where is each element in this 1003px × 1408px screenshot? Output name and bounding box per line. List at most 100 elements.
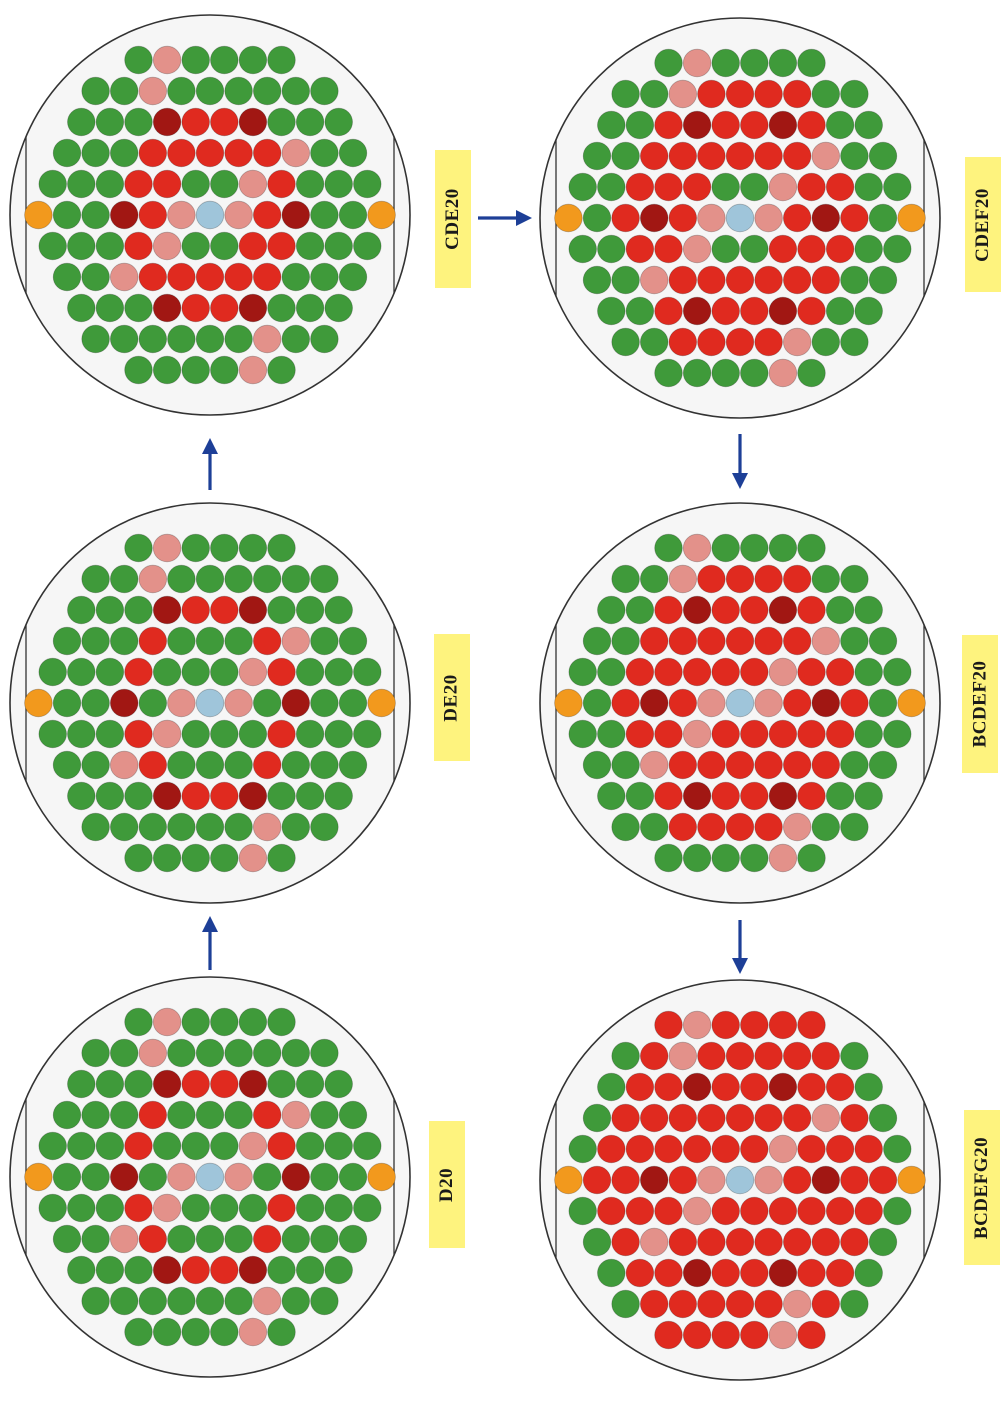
fuel-assembly	[253, 1162, 282, 1192]
fuel-assembly	[697, 1227, 726, 1257]
fuel-assembly	[181, 1317, 210, 1347]
fuel-assembly	[868, 1227, 898, 1257]
fuel-assembly	[797, 358, 826, 388]
fuel-assembly	[253, 262, 282, 292]
fuel-assembly	[195, 1038, 225, 1068]
fuel-assembly	[783, 1041, 812, 1071]
fuel-assembly	[224, 200, 253, 230]
fuel-assembly	[109, 138, 139, 168]
fuel-assembly	[654, 657, 683, 687]
fuel-assembly	[668, 688, 698, 718]
fuel-assembly	[281, 1162, 311, 1192]
fuel-assembly	[52, 1162, 82, 1192]
fuel-assembly	[811, 564, 841, 594]
fuel-assembly	[238, 45, 268, 75]
fuel-assembly	[281, 626, 311, 656]
arrow-cde20-to-cdef20	[478, 210, 532, 226]
fuel-assembly	[210, 533, 239, 563]
fuel-assembly	[210, 1193, 239, 1223]
fuel-assembly	[224, 626, 253, 656]
fuel-assembly	[597, 657, 626, 687]
fuel-assembly	[625, 595, 655, 625]
fuel-assembly	[754, 203, 783, 233]
fuel-assembly	[611, 79, 640, 109]
fuel-assembly	[754, 812, 783, 842]
fuel-assembly	[797, 1258, 826, 1288]
fuel-assembly	[668, 1103, 698, 1133]
fuel-assembly	[811, 327, 841, 357]
fuel-assembly	[109, 564, 139, 594]
fuel-assembly	[67, 781, 96, 811]
fuel-assembly	[210, 1255, 239, 1285]
fuel-assembly	[754, 750, 783, 780]
fuel-assembly	[883, 1196, 912, 1226]
fuel-assembly	[52, 1224, 82, 1254]
fuel-assembly	[783, 265, 812, 295]
fuel-assembly	[338, 1100, 368, 1130]
fuel-assembly	[253, 200, 282, 230]
fuel-assembly	[38, 1131, 67, 1161]
fuel-assembly	[740, 110, 769, 140]
fuel-assembly	[611, 1041, 640, 1071]
fuel-assembly	[740, 719, 769, 749]
fuel-assembly	[138, 1224, 168, 1254]
fuel-assembly	[754, 141, 783, 171]
fuel-assembly	[24, 200, 53, 230]
fuel-assembly	[768, 533, 798, 563]
fuel-assembly	[167, 750, 196, 780]
fuel-assembly	[783, 812, 812, 842]
fuel-assembly	[854, 234, 883, 264]
fuel-assembly	[825, 110, 855, 140]
fuel-assembly	[281, 812, 311, 842]
fuel-assembly	[253, 138, 282, 168]
fuel-assembly	[840, 688, 869, 718]
fuel-assembly	[167, 1224, 196, 1254]
fuel-assembly	[38, 169, 67, 199]
fuel-assembly	[811, 812, 841, 842]
fuel-assembly	[625, 296, 655, 326]
fuel-assembly	[152, 843, 182, 873]
fuel-assembly	[725, 626, 755, 656]
fuel-assembly	[310, 688, 339, 718]
fuel-assembly	[625, 234, 655, 264]
fuel-assembly	[281, 76, 311, 106]
fuel-assembly	[81, 262, 110, 292]
fuel-assembly	[253, 812, 282, 842]
fuel-assembly	[725, 141, 755, 171]
fuel-assembly	[754, 1289, 783, 1319]
fuel-assembly	[854, 296, 883, 326]
fuel-assembly	[195, 688, 225, 718]
fuel-assembly	[167, 1038, 196, 1068]
fuel-assembly	[310, 1224, 339, 1254]
fuel-assembly	[195, 76, 225, 106]
fuel-assembly	[181, 1069, 210, 1099]
fuel-assembly	[825, 595, 855, 625]
fuel-assembly	[67, 107, 96, 137]
fuel-assembly	[840, 1289, 869, 1319]
fuel-assembly	[238, 231, 268, 261]
fuel-assembly	[81, 564, 110, 594]
fuel-assembly	[668, 564, 698, 594]
fuel-assembly	[181, 595, 210, 625]
fuel-assembly	[181, 45, 210, 75]
fuel-assembly	[668, 1041, 698, 1071]
fuel-assembly	[611, 1227, 640, 1257]
fuel-assembly	[224, 138, 253, 168]
fuel-assembly	[711, 296, 740, 326]
fuel-assembly	[854, 1258, 883, 1288]
fuel-assembly	[897, 688, 926, 718]
fuel-assembly	[181, 169, 210, 199]
fuel-assembly	[195, 200, 225, 230]
fuel-assembly	[697, 141, 726, 171]
fuel-assembly	[711, 1072, 740, 1102]
fuel-assembly	[868, 203, 898, 233]
fuel-assembly	[711, 843, 740, 873]
fuel-assembly	[367, 200, 396, 230]
fuel-assembly	[868, 626, 898, 656]
fuel-assembly	[238, 595, 268, 625]
fuel-assembly	[611, 626, 640, 656]
fuel-assembly	[310, 750, 339, 780]
fuel-assembly	[625, 1196, 655, 1226]
fuel-assembly	[854, 1134, 883, 1164]
fuel-assembly	[868, 1103, 898, 1133]
